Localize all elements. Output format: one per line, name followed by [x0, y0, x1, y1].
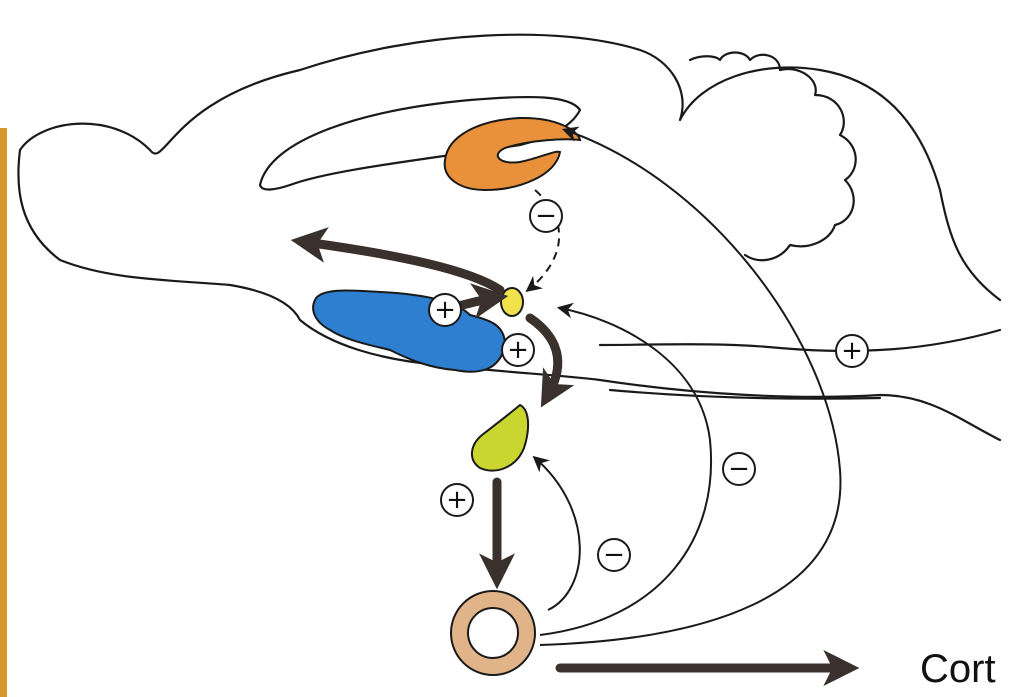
sign-hippocampus-to-hypothalamus: − — [530, 200, 562, 232]
hypothalamus-region — [501, 288, 523, 316]
svg-text:−: − — [603, 540, 625, 570]
loop-adrenal-to-hypothalamus — [540, 308, 711, 635]
sign-adrenal-to-pituitary: − — [598, 539, 630, 571]
cerebellum-outline — [690, 53, 856, 261]
svg-text:−: − — [728, 454, 750, 484]
sign-amygdala-to-hypothalamus: + — [502, 334, 534, 366]
sign-adrenal-to-hypothalamus: − — [723, 453, 755, 485]
sign-adrenal-to-hippocampus: + — [836, 335, 868, 367]
svg-text:+: + — [841, 336, 863, 366]
arrow-hypothalamus-to-cortex — [305, 242, 500, 290]
left-border-strip — [0, 128, 7, 697]
hippocampus-region — [445, 118, 580, 190]
sign-hypothalamus-to-pituitary: + — [441, 484, 473, 516]
brain-outline — [18, 35, 1000, 440]
svg-text:+: + — [507, 335, 529, 365]
sign-septum-to-hypothalamus: + — [429, 294, 461, 326]
svg-text:−: − — [535, 201, 557, 231]
pituitary-region — [472, 405, 528, 471]
adrenal-ring-inner — [468, 608, 518, 658]
svg-text:+: + — [434, 295, 456, 325]
loop-adrenal-to-pituitary — [535, 458, 580, 610]
svg-text:+: + — [446, 485, 468, 515]
arrow-hypothalamus-to-pituitary — [530, 318, 558, 395]
cort-label: Cort — [920, 647, 996, 691]
